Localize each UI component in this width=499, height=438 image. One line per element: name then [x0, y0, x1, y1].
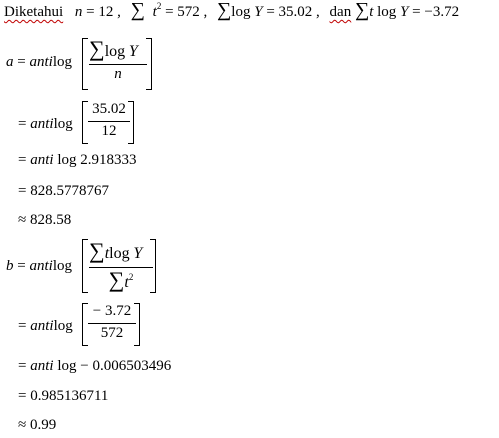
b-log: log	[52, 258, 72, 274]
a-step2-eq: =	[18, 116, 27, 132]
a-num-log: log	[104, 43, 126, 60]
a-num-Y: Y	[128, 43, 138, 60]
given-t-square: 2	[156, 1, 162, 11]
a-step4: = 828.5778767	[18, 183, 109, 199]
a-step2-den: 12	[101, 123, 117, 139]
a-step2-log: log	[53, 116, 73, 132]
a-step2-fraction-bar	[88, 121, 130, 122]
given-dan: dan	[329, 4, 352, 20]
given-sum-symbol: ∑	[130, 0, 145, 21]
a-log: log	[52, 54, 72, 70]
a-step3-anti: anti	[30, 152, 54, 168]
a-def-lhs: a = antilog	[6, 54, 72, 71]
given-sumlog-value: = 35.02 ,	[266, 4, 320, 20]
a-frac-num: ∑log Y	[89, 38, 147, 61]
b-frac-den: ∑t2	[89, 269, 153, 292]
a-step2-bracket-left	[82, 101, 88, 144]
given-line: Diketahui n = 12 , ∑ t2 = 572 , ∑log Y =…	[4, 0, 459, 21]
b-step2-bracket-left	[82, 303, 88, 346]
a-step3-rest: log 2.918333	[53, 152, 137, 168]
a-result: ≈ 828.58	[18, 212, 72, 228]
a-step3: = anti log 2.918333	[18, 152, 136, 169]
a-step2-lhs: = antilog	[18, 116, 73, 133]
b-den-sum: ∑	[108, 267, 125, 292]
b-anti: anti	[29, 258, 53, 274]
given-t: t	[152, 4, 157, 20]
b-step2-anti: anti	[30, 318, 54, 334]
b-num-sum: ∑	[89, 238, 105, 263]
b-step2-den: 572	[100, 325, 124, 341]
b-step2-eq: =	[18, 318, 27, 334]
b-den-t: t	[124, 274, 129, 291]
b-num-t: t	[104, 245, 110, 262]
b-bracket-left	[82, 239, 88, 293]
a-fraction-bar	[89, 64, 147, 65]
given-n-value: = 12 ,	[86, 4, 121, 20]
given-Y: Y	[254, 4, 263, 20]
a-bracket-left	[82, 38, 88, 90]
a-bracket-right	[146, 38, 152, 90]
given-t2-value: = 572 ,	[165, 4, 208, 20]
b-num-Y: Y	[133, 245, 143, 262]
b-eq: =	[17, 258, 26, 274]
b-def-lhs: b = antilog	[6, 258, 72, 275]
given-sumtlog-value: = −3.72	[412, 4, 460, 20]
a-anti: anti	[29, 54, 53, 70]
a-var: a	[6, 54, 14, 70]
given-n: n	[74, 4, 83, 20]
a-step2-bracket-right	[128, 101, 134, 144]
b-result: ≈ 0.99	[18, 417, 57, 433]
b-step2-log: log	[53, 318, 73, 334]
b-num-log: log	[109, 245, 130, 262]
a-eq: =	[17, 54, 26, 70]
b-step3-anti: anti	[30, 358, 54, 374]
b-step2-num: − 3.72	[92, 303, 132, 319]
given-log: log	[231, 4, 251, 20]
given-log-2: log	[377, 4, 397, 20]
b-frac-num: ∑tlog Y	[89, 240, 153, 263]
b-step2-bracket-right	[134, 303, 140, 346]
given-sum-symbol-2: ∑	[217, 0, 232, 21]
b-den-square: 2	[128, 272, 134, 282]
given-t-2: t	[369, 4, 374, 20]
b-step3-rest: log − 0.006503496	[53, 358, 172, 374]
given-word: Diketahui	[4, 4, 64, 20]
b-step3: = anti log − 0.006503496	[18, 358, 171, 375]
given-sum-symbol-3: ∑	[354, 0, 370, 21]
b-step4: = 0.985136711	[18, 388, 109, 404]
a-step3-eq: =	[18, 152, 31, 168]
a-frac-den: n	[114, 66, 122, 82]
given-Y-2: Y	[400, 4, 409, 20]
a-num-sum: ∑	[89, 36, 105, 61]
b-step2-fraction-bar	[88, 323, 136, 324]
b-fraction-bar	[89, 267, 153, 268]
b-step2-lhs: = antilog	[18, 318, 73, 335]
b-bracket-right	[150, 239, 156, 293]
a-step2-num: 35.02	[92, 101, 126, 117]
a-step2-anti: anti	[30, 116, 54, 132]
b-step3-eq: =	[18, 358, 31, 374]
b-var: b	[6, 258, 14, 274]
